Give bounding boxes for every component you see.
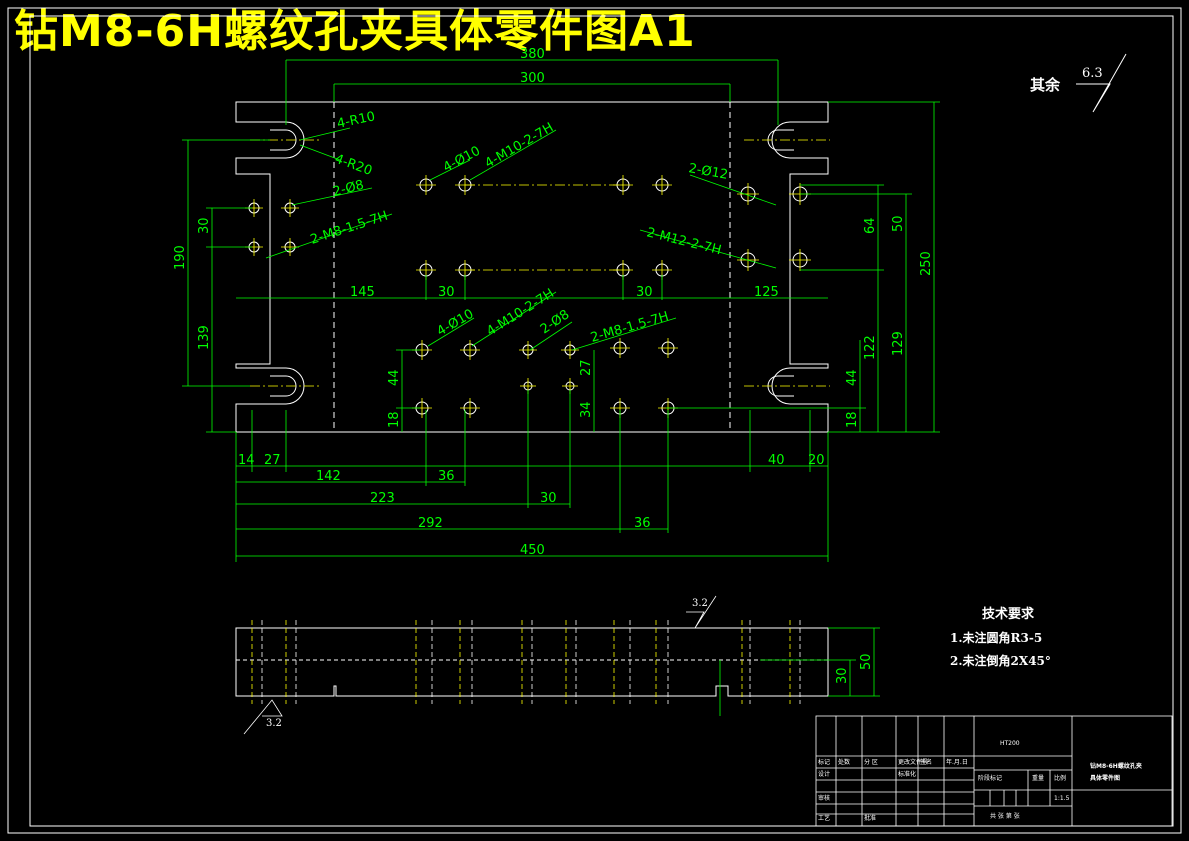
design-label: 设计 xyxy=(818,770,830,778)
roughness-top-value: 3.2 xyxy=(692,598,708,609)
dimension-texts: 380 300 190 30 139 145 30 30 125 64 50 2… xyxy=(173,47,934,558)
hole-callouts: 4-R10 4-R20 2-Ø8 2-M8-1.5-7H 4-Ø10 4-M10… xyxy=(309,109,729,346)
row-label-mark: 标记 xyxy=(818,758,830,766)
roughness-symbol-icon xyxy=(1076,53,1127,113)
callout-2-m8-bottom: 2-M8-1.5-7H xyxy=(589,309,671,346)
tech-requirements-heading: 技术要求 xyxy=(982,606,1035,622)
row-label-count: 处数 xyxy=(838,758,850,766)
dim-50: 50 xyxy=(891,215,906,232)
outer-frame xyxy=(7,7,1182,834)
dim-190: 190 xyxy=(173,245,188,270)
part-name-line1: 钻M8-6H螺纹孔夹 xyxy=(1090,762,1142,770)
dim-50-side: 50 xyxy=(859,653,874,670)
dim-30-c: 30 xyxy=(540,491,557,506)
roughness-rest-value: 6.3 xyxy=(1082,66,1103,81)
roughness-rest: 其余 6.3 xyxy=(1030,53,1127,113)
callout-2-m8-top: 2-M8-1.5-7H xyxy=(309,209,390,248)
callout-4-r10: 4-R10 xyxy=(336,109,377,132)
dim-36-a: 36 xyxy=(438,469,455,484)
dim-34: 34 xyxy=(579,401,594,418)
dim-142: 142 xyxy=(316,469,341,484)
dim-223: 223 xyxy=(370,491,395,506)
callout-4-d10-top: 4-Ø10 xyxy=(441,144,483,176)
side-view-holes xyxy=(251,620,801,704)
dim-36-b: 36 xyxy=(634,516,651,531)
callout-2-m12: 2-M12-2-7H xyxy=(645,225,723,258)
dim-14: 14 xyxy=(238,453,255,468)
callout-2-d12: 2-Ø12 xyxy=(687,161,729,183)
technical-requirements: 技术要求 1.未注圆角R3-5 2.未注倒角2X45° xyxy=(950,606,1051,668)
dim-27-bottom: 27 xyxy=(264,453,281,468)
inner-frame xyxy=(29,15,1174,827)
row-label-change: 更改文件号 xyxy=(898,758,928,766)
dim-30-side: 30 xyxy=(835,667,850,684)
sheets-label: 共 张 第 张 xyxy=(990,812,1020,820)
dim-380: 380 xyxy=(520,47,545,62)
side-dimension-lines xyxy=(243,595,880,735)
tech-requirement-2: 2.未注倒角2X45° xyxy=(950,653,1051,668)
roughness-rest-label: 其余 xyxy=(1030,76,1061,94)
dim-122: 122 xyxy=(863,335,878,360)
dim-30-a: 30 xyxy=(438,285,455,300)
dim-18-right: 18 xyxy=(845,411,860,428)
roughness-bottom-value: 3.2 xyxy=(266,718,282,729)
dim-44-right: 44 xyxy=(845,369,860,386)
row-label-date: 年.月.日 xyxy=(946,758,968,766)
part-name-line2: 具体零件图 xyxy=(1089,774,1120,782)
standardization-label: 标准化 xyxy=(898,770,916,778)
dim-18-left: 18 xyxy=(387,411,402,428)
callout-2-d8-top: 2-Ø8 xyxy=(331,178,365,200)
dim-292: 292 xyxy=(418,516,443,531)
weight-label: 重量 xyxy=(1032,774,1044,782)
row-label-sign: 签名 xyxy=(920,758,932,766)
review-label: 审核 xyxy=(818,794,830,802)
material-label: HT200 xyxy=(1000,740,1020,747)
dim-30-b: 30 xyxy=(636,285,653,300)
dim-30-left: 30 xyxy=(197,217,212,234)
dim-125: 125 xyxy=(754,285,779,300)
drawing-title: 钻M8-6H螺纹孔夹具体零件图A1 xyxy=(14,6,696,57)
dim-300: 300 xyxy=(520,71,545,86)
title-block xyxy=(815,715,1173,827)
row-label-zone: 分 区 xyxy=(864,758,878,766)
holes xyxy=(245,175,811,418)
dim-40: 40 xyxy=(768,453,785,468)
dim-44-left: 44 xyxy=(387,369,402,386)
dim-27: 27 xyxy=(579,359,594,376)
dim-139: 139 xyxy=(197,325,212,350)
centerlines xyxy=(250,139,830,387)
approve-label: 批准 xyxy=(864,814,876,822)
stage-mark-label: 阶段标记 xyxy=(978,774,1002,782)
process-label: 工艺 xyxy=(818,814,830,822)
dim-450: 450 xyxy=(520,543,545,558)
ratio-label: 比例 xyxy=(1054,774,1066,782)
top-view xyxy=(235,101,829,433)
dim-64: 64 xyxy=(863,217,878,234)
tech-requirement-1: 1.未注圆角R3-5 xyxy=(950,630,1042,645)
dim-145: 145 xyxy=(350,285,375,300)
dim-20: 20 xyxy=(808,453,825,468)
scale-label: 1:1.5 xyxy=(1054,795,1070,802)
callout-4-m10-top: 4-M10-2-7H xyxy=(483,120,557,171)
title-block-texts: HT200 钻M8-6H螺纹孔夹 具体零件图 1:1.5 标记 处数 分 区 更… xyxy=(818,740,1142,822)
dim-129: 129 xyxy=(891,331,906,356)
dimension-lines xyxy=(182,59,940,562)
callout-4-r20: 4-R20 xyxy=(333,152,374,179)
dim-250: 250 xyxy=(919,251,934,276)
callout-4-d10-bottom: 4-Ø10 xyxy=(435,307,477,340)
